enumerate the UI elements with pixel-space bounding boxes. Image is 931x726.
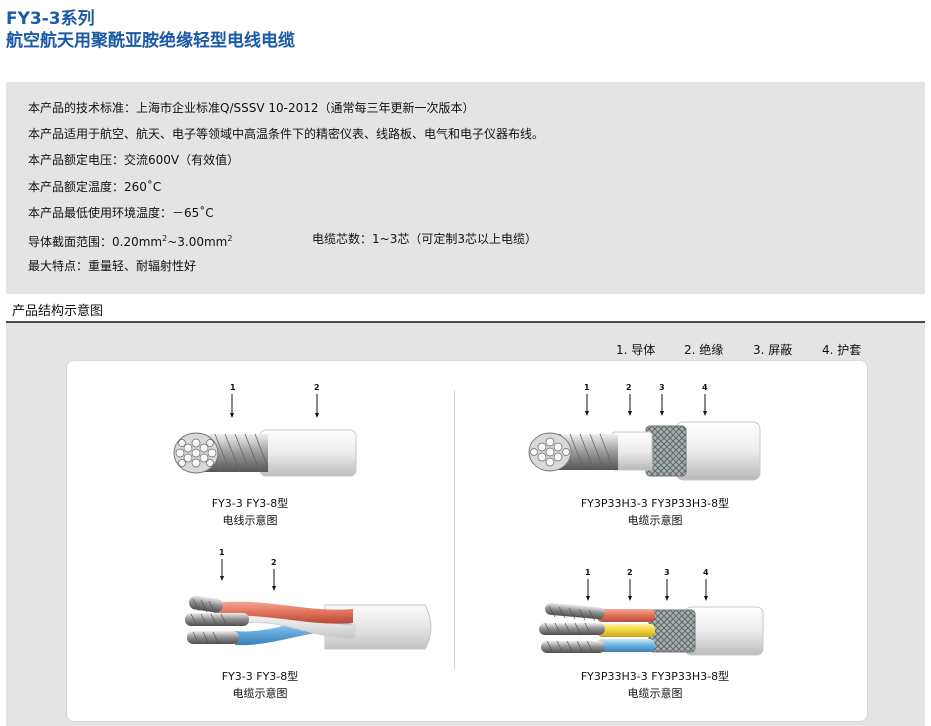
caption-shielded-multi-model: FY3P33H3-3 FY3P33H3-8型 [580,670,730,683]
marker-2-group: 2 [626,383,632,416]
marker-1-arrow [230,413,234,418]
twist-lines [190,598,228,645]
marker-2-group: 2 [627,568,633,601]
caption-shielded-multi-desc: 电缆示意图 [627,687,683,700]
caption-twisted-cable: FY3-3 FY3-8型 电缆示意图 [180,668,340,702]
marker-1-arrow [586,596,590,601]
spec-application: 本产品适用于航空、航天、电子等领域中高温条件下的精密仪表、线路板、电气和电子仪器… [28,127,545,141]
title-product-name: 航空航天用聚酰亚胺绝缘轻型电线电缆 [6,31,295,51]
marker-4-group: 4 [702,383,708,416]
marker-4-arrow [704,596,708,601]
conductor-strands [554,434,618,470]
marker-1-group: 1 [585,568,591,601]
spec-standard: 本产品的技术标准：上海市企业标准Q/SSSV 10-2012（通常每三年更新一次… [28,101,475,115]
conductor-white-core [185,613,249,626]
red-insulated-core [215,601,353,624]
caption-single-wire-desc: 电线示意图 [222,514,278,527]
marker-4-label: 4 [702,383,708,392]
marker-3-group: 3 [664,568,670,601]
single-wire-diagram: 1 2 [173,383,357,477]
strand-twist-lines [559,433,615,471]
marker-2-label: 2 [271,558,277,567]
twisted-cable-diagram: 1 2 [185,548,432,650]
conductor-bottom [541,641,605,653]
marker-2-group: 2 [314,383,320,418]
spec-min-temperature: 本产品最低使用环境温度：－65˚C [28,206,214,220]
spec-features: 最大特点：重量轻、耐辐射性好 [28,259,197,273]
product-title: FY3-3系列 航空航天用聚酰亚胺绝缘轻型电线电缆 [6,8,295,52]
marker-1-group: 1 [584,383,590,416]
caption-single-wire-model: FY3-3 FY3-8型 [211,497,289,510]
strand-twist-lines [544,605,596,654]
marker-3-arrow [665,596,669,601]
marker-2-arrow [272,586,276,591]
legend-shield: 3. 屏蔽 [753,343,793,357]
marker-2-label: 2 [627,568,633,577]
conductor-blue-core [187,631,239,644]
marker-1-group: 1 [219,548,225,581]
conductor-strands [200,434,268,472]
conductor-top [545,602,605,620]
caption-shielded-single: FY3P33H3-3 FY3P33H3-8型 电缆示意图 [555,495,755,529]
caption-shielded-single-model: FY3P33H3-3 FY3P33H3-8型 [580,497,730,510]
shielded-single-diagram: 1 2 3 4 [528,383,761,481]
marker-1-label: 1 [584,383,590,392]
marker-3-label: 3 [664,568,670,577]
spec-sup-1: 2 [162,234,168,243]
marker-2-label: 2 [626,383,632,392]
shielded-multi-diagram: 1 2 3 4 [539,568,764,656]
blue-insulated-core [597,639,655,652]
marker-2-arrow [628,411,632,416]
spec-cross-section: 导体截面范围：0.20mm2~3.00mm2 [28,231,232,250]
marker-2-group: 2 [271,558,277,591]
braided-shield [648,609,696,653]
marker-1-group: 1 [230,383,236,418]
spec-voltage: 本产品额定电压：交流600V（有效值） [28,153,240,167]
conductor-middle [539,623,605,635]
marker-1-label: 1 [219,548,225,557]
yellow-insulated-core [597,624,655,637]
caption-single-wire: FY3-3 FY3-8型 电线示意图 [170,495,330,529]
marker-2-arrow [315,413,319,418]
caption-twisted-cable-desc: 电缆示意图 [232,687,288,700]
spec-panel [6,82,925,294]
red-insulated-core [597,609,655,622]
legend-insulation: 2. 绝缘 [684,343,724,357]
caption-twisted-cable-model: FY3-3 FY3-8型 [221,670,299,683]
caption-shielded-multi: FY3P33H3-3 FY3P33H3-8型 电缆示意图 [555,668,755,702]
marker-1-label: 1 [230,383,236,392]
spec-temperature: 本产品额定温度：260˚C [28,180,162,194]
legend-jacket: 4. 护套 [822,343,862,357]
marker-1-label: 1 [585,568,591,577]
section-divider [6,321,925,323]
marker-3-group: 3 [659,383,665,416]
spec-cross-section-middle: ~3.00mm [167,235,228,249]
spec-cross-section-prefix: 导体截面范围：0.20mm [28,235,163,249]
marker-2-label: 2 [314,383,320,392]
marker-3-arrow [660,411,664,416]
marker-4-label: 4 [703,568,709,577]
marker-4-group: 4 [703,568,709,601]
marker-3-label: 3 [659,383,665,392]
outer-jacket [684,606,764,656]
caption-shielded-single-desc: 电缆示意图 [627,514,683,527]
diagram-panel [66,360,868,722]
marker-2-arrow [628,596,632,601]
legend-conductor: 1. 导体 [616,343,656,357]
spec-sup-2: 2 [227,234,233,243]
marker-1-arrow [585,411,589,416]
panel-divider [454,390,455,670]
marker-1-arrow [220,576,224,581]
insulation-jacket [259,429,357,477]
spec-cores: 电缆芯数：1~3芯（可定制3芯以上电缆） [312,232,537,246]
section-title: 产品结构示意图 [12,304,104,319]
strand-circles [175,438,217,468]
marker-4-arrow [703,411,707,416]
title-series: FY3-3系列 [6,9,95,29]
strand-circles [530,437,570,467]
outer-jacket [675,421,761,481]
